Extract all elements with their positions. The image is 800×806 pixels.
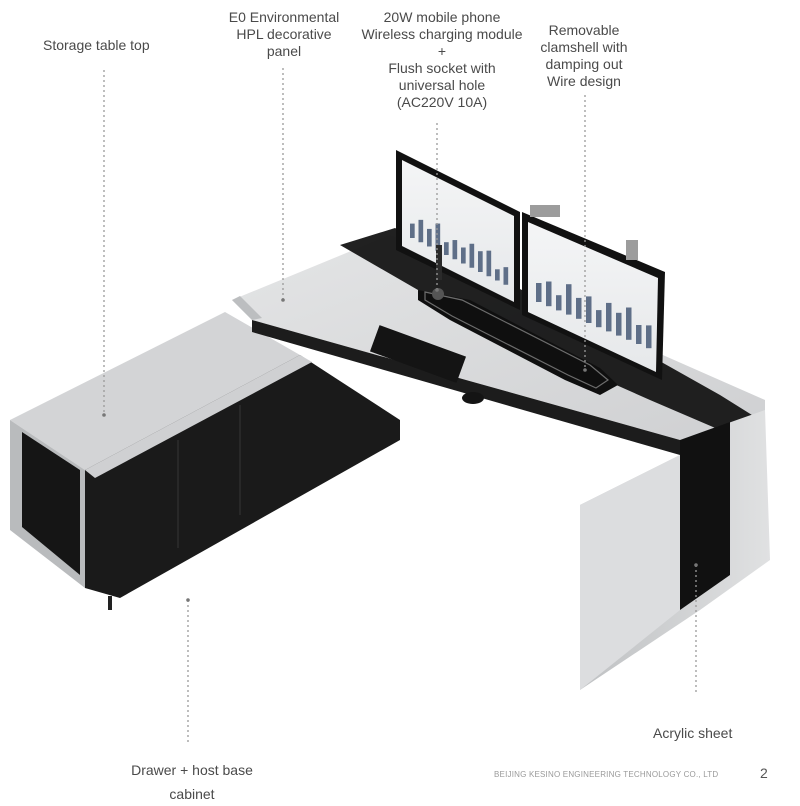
leader-dots: [102, 288, 698, 602]
monitor-left-bar-6: [461, 247, 466, 264]
monitor-right-bar-9: [626, 307, 632, 340]
callout-storage-text: Storage table top: [43, 37, 150, 53]
callout-charging-socket: 20W mobile phone Wireless charging modul…: [352, 9, 532, 111]
monitor-left-bar-2: [427, 228, 432, 247]
callout-charging-line-1: 20W mobile phone: [383, 9, 501, 25]
callout-clamshell-line-2: clamshell with: [540, 39, 628, 55]
mouse: [462, 392, 484, 404]
desk-leg: [580, 410, 770, 690]
callout-charging-line-2: Wireless charging module: [361, 26, 523, 42]
monitor-right-bar-4: [576, 297, 582, 319]
callout-clamshell-line-3: damping out: [545, 56, 623, 72]
monitor-left-bar-7: [469, 243, 475, 268]
callout-charging-line-6: (AC220V 10A): [396, 94, 488, 110]
callout-charging-line-4: Flush socket with: [388, 60, 496, 76]
storage-cabinet: [10, 312, 400, 610]
callout-clamshell: Removable clamshell with damping out Wir…: [530, 22, 638, 90]
monitor-left: [396, 150, 520, 310]
callout-drawer-line-2: cabinet: [169, 786, 215, 802]
monitor-right-bar-1: [546, 281, 552, 307]
monitor-right-bar-6: [596, 310, 602, 328]
callout-hpl-line-3: panel: [266, 43, 302, 59]
charging-socket-icon: [432, 288, 444, 300]
callout-charging-line-3: +: [437, 43, 447, 59]
monitor-right-bar-3: [566, 284, 572, 315]
monitor-right: [522, 205, 665, 380]
callout-drawer-cabinet: Drawer + host base cabinet: [118, 758, 266, 806]
monitor-left-bar-3: [435, 223, 441, 251]
monitor-left-bar-11: [503, 267, 509, 285]
monitor-right-bar-0: [536, 283, 542, 302]
wire-clamshell: [418, 288, 618, 395]
callout-storage-table-top: Storage table top: [43, 37, 150, 54]
monitor-left-bar-5: [452, 240, 458, 260]
monitor-right-chart: [536, 281, 652, 349]
monitor-right-bar-7: [606, 302, 612, 332]
monitor-right-bar-11: [646, 325, 652, 349]
callout-hpl-line-2: HPL decorative: [236, 26, 332, 42]
keyboard: [369, 325, 467, 383]
monitor-right-bar-2: [556, 295, 562, 311]
footer-company: BEIJING KESINO ENGINEERING TECHNOLOGY CO…: [494, 770, 719, 779]
monitor-left-chart: [410, 219, 509, 285]
monitor-right-bar-10: [636, 325, 642, 344]
monitor-left-bar-0: [410, 223, 415, 238]
callout-drawer-line-1: Drawer + host base: [131, 762, 253, 778]
monitor-left-bar-4: [444, 242, 449, 255]
monitor-left-bar-8: [478, 251, 483, 272]
leader-lines: [103, 68, 697, 742]
callout-acrylic-text: Acrylic sheet: [653, 725, 733, 741]
monitor-right-bar-5: [586, 296, 592, 323]
callout-acrylic-sheet: Acrylic sheet: [653, 725, 732, 742]
callout-charging-line-5: universal hole: [398, 77, 486, 93]
monitor-left-bar-10: [495, 269, 500, 281]
page-number: 2: [760, 765, 768, 781]
callout-hpl-line-1: E0 Environmental: [228, 9, 340, 25]
monitor-left-bar-1: [418, 219, 424, 243]
monitor-left-bar-9: [486, 250, 492, 277]
callout-clamshell-line-4: Wire design: [547, 73, 621, 89]
callout-hpl-panel: E0 Environmental HPL decorative panel: [222, 9, 346, 60]
callout-clamshell-line-1: Removable: [548, 22, 620, 38]
monitor-right-bar-8: [616, 312, 622, 336]
